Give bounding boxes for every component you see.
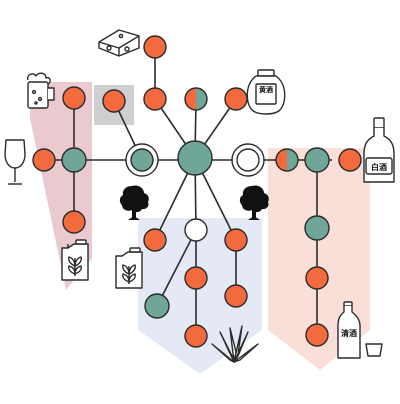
node <box>62 210 86 234</box>
sake-bottle-icon: 清酒 <box>337 301 383 359</box>
node <box>62 86 86 110</box>
jar-icon: 黄酒 <box>246 69 286 115</box>
node <box>305 266 329 290</box>
band-left <box>30 82 92 290</box>
node <box>184 324 208 348</box>
node <box>184 218 208 242</box>
node <box>184 266 208 290</box>
node <box>32 148 56 172</box>
node <box>143 87 167 111</box>
tree-icon <box>119 185 149 220</box>
node <box>224 228 248 252</box>
cheese-icon <box>98 29 140 57</box>
wine-glass-icon <box>4 139 26 185</box>
node-double-ring <box>231 143 265 177</box>
node <box>338 148 362 172</box>
node <box>305 323 329 347</box>
node <box>304 215 330 241</box>
nodes <box>32 35 362 348</box>
jerrycan-plant-icon <box>115 247 143 289</box>
node <box>304 147 330 173</box>
node-split <box>275 148 299 172</box>
tree-icon <box>239 185 269 220</box>
node <box>102 89 126 113</box>
node-split <box>184 87 208 111</box>
node <box>61 147 87 173</box>
node <box>144 293 170 319</box>
beer-mug-icon <box>26 72 55 109</box>
bottle-label: 白酒 <box>371 162 387 172</box>
edge <box>156 229 197 307</box>
node-double-ring <box>125 143 159 177</box>
liquor-bottle-icon: 白酒 <box>363 117 395 183</box>
agave-plant-icon <box>211 325 259 363</box>
jerrycan-plant-icon <box>61 239 89 281</box>
jar-label: 黄酒 <box>259 85 273 94</box>
node <box>143 35 167 59</box>
node <box>143 228 167 252</box>
node <box>224 87 248 111</box>
node <box>224 284 248 308</box>
node-hub <box>177 140 213 176</box>
sake-label-top: 清酒 <box>341 328 357 338</box>
